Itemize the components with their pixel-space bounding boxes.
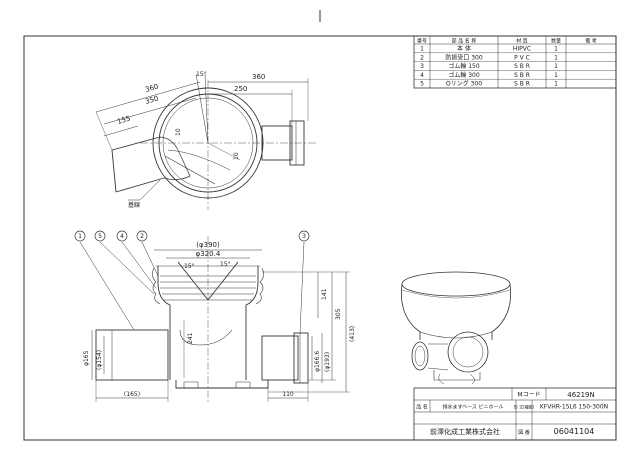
dim-155: 155: [116, 115, 131, 126]
th-qty: 数量: [551, 38, 561, 45]
balloon-3: [298, 230, 310, 242]
dim-w110: 110: [282, 391, 294, 398]
dim-h413: (413): [349, 326, 356, 342]
dim-d154: (φ154): [96, 350, 103, 370]
table-row-4-no: 4: [420, 72, 424, 79]
table-row-5-name: Oリング 300: [446, 80, 482, 88]
table-row-3-no: 3: [420, 63, 424, 70]
dim-d165: φ165: [83, 350, 90, 366]
balloon-1: [74, 230, 86, 242]
table-row-3-qty: 1: [554, 63, 558, 70]
table-row-3-name: ゴム輪 150: [448, 62, 480, 70]
table-row-2-qty: 1: [554, 54, 558, 61]
dim-d1666: φ166.6: [314, 351, 321, 372]
name-label: 品 名: [416, 404, 428, 411]
dim-ang1: 15°: [184, 263, 195, 270]
top-view-dims: 360 350 155 360 250 10 15° 10 基線: [116, 71, 265, 209]
table-row-3-material: S B R: [514, 63, 530, 70]
table-row-1-material: HIPVC: [513, 46, 531, 53]
front-view-dims: (φ390) φ320.4 15° 15° 141 305 (413) 241 …: [83, 241, 356, 398]
front-view-balloons: 1 5 4 2 3: [74, 230, 310, 242]
table-row-5-no: 5: [420, 81, 424, 88]
dim-250: 250: [234, 85, 247, 93]
isometric-view: [401, 271, 511, 385]
code-label: Mコード: [517, 392, 540, 399]
dim-d390: (φ390): [196, 241, 220, 249]
model-label: 形 式(種類): [514, 404, 535, 410]
model-value: KFVHR-15L6 150-300N: [540, 404, 608, 411]
dim-360-incline: 360: [144, 83, 159, 94]
dim-w165: (165): [124, 391, 140, 398]
th-name: 部 品 名 称: [452, 38, 477, 45]
dim-360-right: 360: [252, 73, 265, 81]
dim-d193: (φ193): [324, 352, 331, 372]
drawing-value: 06041104: [554, 427, 595, 436]
dim-ang2: 15°: [220, 261, 231, 268]
table-row-5-material: S B R: [514, 81, 530, 88]
balloon-5: [94, 230, 106, 242]
table-row-2-no: 2: [420, 54, 424, 61]
th-material: 材 質: [516, 38, 528, 45]
dim-h141: 141: [321, 288, 328, 300]
table-row-2-name: 防振受口 300: [445, 53, 483, 61]
balloon-3-label: 3: [302, 233, 306, 240]
front-view: [79, 236, 350, 404]
balloon-4-label: 4: [120, 233, 124, 240]
code-value: 46219N: [567, 391, 595, 399]
table-row-1-no: 1: [420, 46, 424, 53]
table-row-1-qty: 1: [554, 46, 558, 53]
table-row-4-qty: 1: [554, 72, 558, 79]
dim-h305: 305: [335, 308, 342, 320]
balloon-1-label: 1: [78, 233, 82, 240]
company-name: 前澤化成工業株式会社: [430, 427, 500, 436]
sheet-border: [23, 35, 617, 441]
table-row-1-name: 本 体: [457, 45, 471, 53]
top-view: [95, 73, 316, 210]
dim-10: 10: [233, 152, 240, 160]
th-no: 番号: [417, 38, 427, 45]
angle-15: 15°: [196, 71, 207, 78]
name-value: 排水ますベース ビニホール: [443, 404, 504, 411]
table-row-5-qty: 1: [554, 81, 558, 88]
title-block: Mコード 46219N 品 名 排水ますベース ビニホール 形 式(種類) KF…: [413, 387, 617, 441]
table-row-2-material: P V C: [514, 54, 530, 61]
baseline-label: 基線: [128, 201, 140, 209]
table-row-4-name: ゴム輪 300: [448, 71, 480, 79]
table-row-4-material: S B R: [514, 72, 530, 79]
drawing-label: 図 番: [518, 429, 530, 436]
balloon-2: [136, 230, 148, 242]
balloon-4: [116, 230, 128, 242]
balloon-2-label: 2: [140, 233, 144, 240]
dim-d3204: φ320.4: [196, 250, 221, 258]
angle-10-left: 10: [175, 128, 182, 136]
balloon-5-label: 5: [98, 233, 102, 240]
th-remarks: 備 考: [585, 38, 597, 45]
dim-350: 350: [144, 95, 159, 106]
parts-table: 番号 部 品 名 称 材 質 数量 備 考 1 本 体 HIPVC 1 2 防振…: [413, 35, 617, 89]
dim-h241: 241: [187, 332, 194, 344]
